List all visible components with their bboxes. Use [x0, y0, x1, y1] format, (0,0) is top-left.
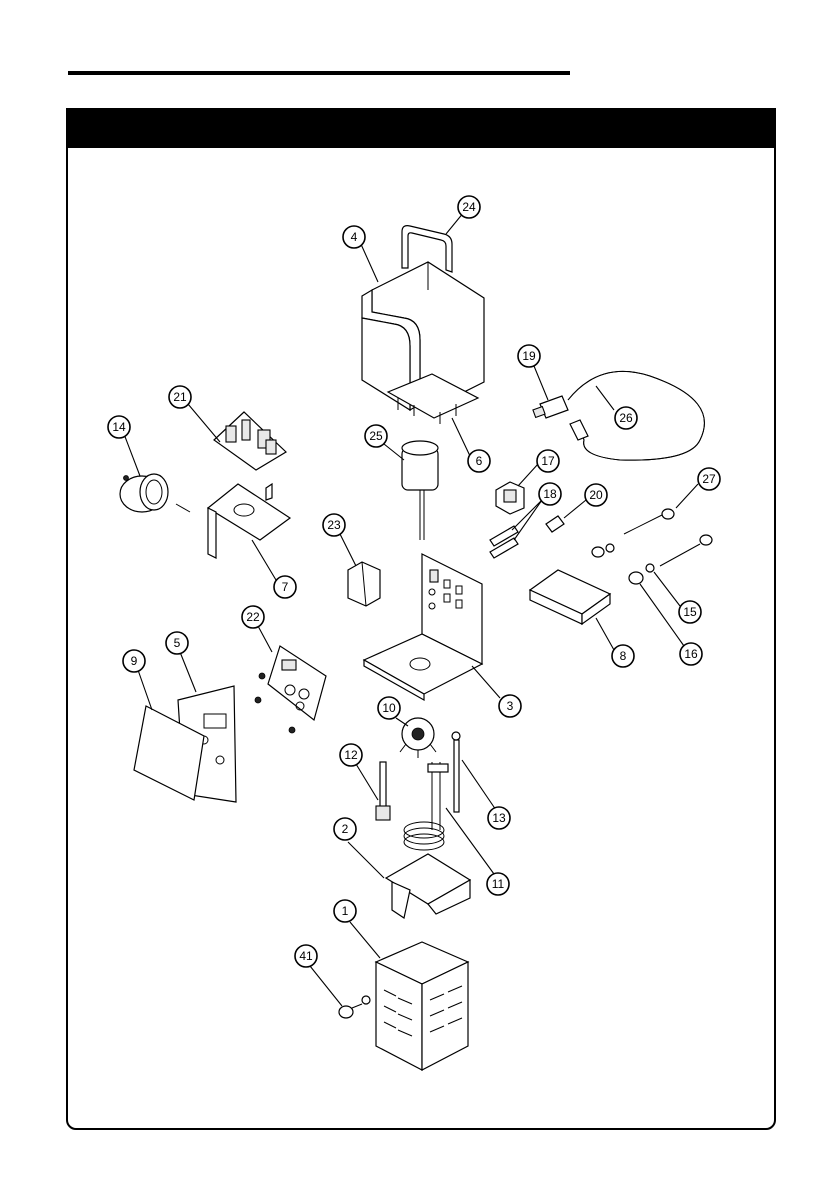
svg-text:17: 17: [541, 454, 555, 468]
svg-text:12: 12: [344, 748, 358, 762]
svg-text:7: 7: [282, 580, 289, 594]
callout-9: 9: [123, 650, 145, 672]
part-screws: [339, 996, 370, 1018]
callout-23: 23: [323, 514, 345, 536]
svg-text:22: 22: [246, 610, 260, 624]
callout-24: 24: [458, 196, 480, 218]
part-bottom-plate: [386, 854, 470, 918]
svg-text:5: 5: [174, 636, 181, 650]
part-power-board: [214, 412, 286, 470]
svg-text:27: 27: [702, 472, 716, 486]
callout-17: 17: [537, 450, 559, 472]
callout-12: 12: [340, 744, 362, 766]
svg-text:16: 16: [684, 647, 698, 661]
svg-text:9: 9: [131, 654, 138, 668]
svg-text:21: 21: [173, 390, 187, 404]
callout-19: 19: [518, 345, 540, 367]
svg-text:6: 6: [476, 454, 483, 468]
part-cover-plate: [530, 570, 610, 624]
callout-21: 21: [169, 386, 191, 408]
callout-18: 18: [539, 483, 561, 505]
callout-8: 8: [612, 645, 634, 667]
callout-41: 41: [295, 945, 317, 967]
svg-text:19: 19: [522, 349, 536, 363]
part-relay: [348, 562, 380, 606]
part-knob: [120, 474, 190, 512]
callout-1: 1: [334, 900, 356, 922]
svg-text:41: 41: [299, 949, 313, 963]
svg-text:15: 15: [683, 605, 697, 619]
svg-text:18: 18: [543, 487, 557, 501]
callout-22: 22: [242, 606, 264, 628]
svg-text:3: 3: [507, 699, 514, 713]
part-shaft: [376, 762, 390, 820]
callout-25: 25: [365, 425, 387, 447]
part-case: [376, 942, 468, 1070]
callout-13: 13: [488, 807, 510, 829]
callout-20: 20: [585, 484, 607, 506]
svg-text:1: 1: [342, 904, 349, 918]
svg-text:2: 2: [342, 822, 349, 836]
svg-text:23: 23: [327, 518, 341, 532]
part-switch: [496, 482, 524, 514]
svg-text:10: 10: [382, 701, 396, 715]
part-heater-coil: [404, 762, 448, 850]
svg-text:20: 20: [589, 488, 603, 502]
part-motor: [402, 441, 438, 540]
callout-4: 4: [343, 226, 365, 248]
part-bracket: [208, 484, 290, 558]
svg-text:8: 8: [620, 649, 627, 663]
svg-text:26: 26: [619, 411, 633, 425]
svg-text:25: 25: [369, 429, 383, 443]
callout-2: 2: [334, 818, 356, 840]
callout-27: 27: [698, 468, 720, 490]
callout-11: 11: [487, 873, 509, 895]
svg-text:4: 4: [351, 230, 358, 244]
svg-text:11: 11: [492, 877, 505, 891]
callout-26: 26: [615, 407, 637, 429]
callout-16: 16: [680, 643, 702, 665]
part-plug: [533, 396, 568, 418]
callout-15: 15: [679, 601, 701, 623]
svg-text:14: 14: [112, 420, 126, 434]
callout-6: 6: [468, 450, 490, 472]
part-control-board: [255, 646, 326, 733]
part-chassis: [364, 554, 482, 700]
part-fuse-holders: [490, 526, 518, 558]
part-rod: [452, 732, 460, 812]
part-bolts: [592, 509, 712, 584]
callout-3: 3: [499, 695, 521, 717]
svg-text:13: 13: [492, 811, 506, 825]
callout-7: 7: [274, 576, 296, 598]
callout-5: 5: [166, 632, 188, 654]
part-connector: [546, 516, 564, 532]
callout-10: 10: [378, 697, 400, 719]
svg-text:24: 24: [462, 200, 476, 214]
callout-14: 14: [108, 416, 130, 438]
